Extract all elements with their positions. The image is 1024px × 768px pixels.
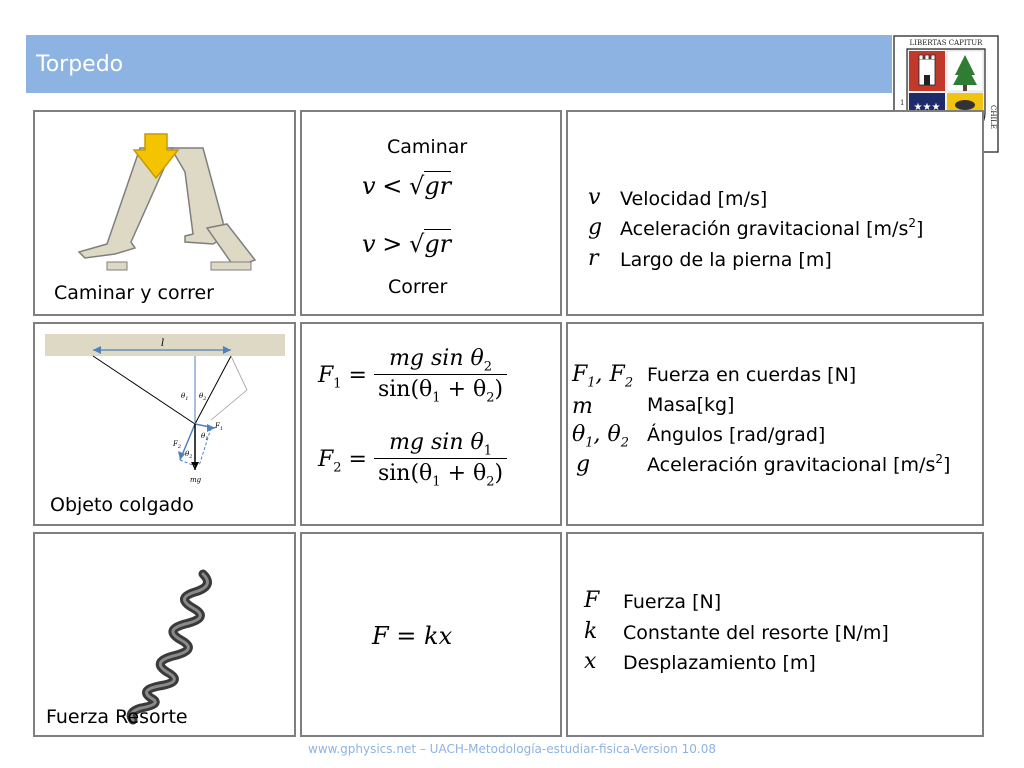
svg-text:F2: F2 — [172, 440, 181, 450]
var-description: Largo de la pierna [m] — [620, 249, 832, 271]
var-description: Desplazamiento [m] — [623, 652, 816, 674]
run-inequality: v > √gr — [362, 229, 452, 258]
footer-credit: www.gphysics.net – UACH-Metodología-estu… — [308, 742, 716, 756]
run-caption: Correr — [388, 276, 448, 298]
var-description: Aceleración gravitacional [m/s2] — [647, 452, 951, 476]
svg-text:F1: F1 — [214, 422, 223, 432]
var-symbol: F1, F2 — [572, 362, 634, 391]
svg-text:l: l — [161, 338, 164, 349]
var-symbol: θ1, θ2 — [572, 422, 630, 451]
var-symbol: g — [588, 215, 603, 240]
var-description: Fuerza [N] — [623, 591, 722, 613]
var-symbol: x — [584, 649, 597, 674]
var-symbol: r — [588, 246, 599, 271]
var-description: Aceleración gravitacional [m/s2] — [620, 216, 924, 240]
svg-text:1: 1 — [900, 99, 904, 107]
svg-text:LIBERTAS CAPITUR: LIBERTAS CAPITUR — [910, 39, 984, 47]
row2-label: Objeto colgado — [50, 494, 194, 516]
var-symbol: v — [588, 185, 601, 210]
walking-illustration-cell: Caminar y correr — [33, 110, 296, 316]
spring-illustration-cell: Fuerza Resorte — [33, 532, 296, 737]
var-description: Constante del resorte [N/m] — [623, 622, 889, 644]
row1-label: Caminar y correr — [54, 282, 214, 304]
hooke-formula: F = kx — [372, 622, 453, 650]
hanging-object-diagram: l θ1 θ2 F1 F2 θ1 θ2 mg — [45, 334, 285, 484]
f1-formula: F1 = mg sin θ2 sin(θ1 + θ2) — [318, 346, 508, 406]
var-description: Ángulos [rad/grad] — [647, 424, 826, 446]
var-symbol: g — [576, 452, 591, 477]
walk-caption: Caminar — [387, 136, 468, 158]
spring-variables-cell: F Fuerza [N] k Constante del resorte [N/… — [566, 532, 984, 737]
svg-text:★★★: ★★★ — [914, 102, 941, 113]
hanging-variables-cell: F1, F2 Fuerza en cuerdas [N] m Masa[kg] … — [566, 322, 984, 526]
slide-title: Torpedo — [36, 52, 124, 77]
walking-variables-cell: v Velocidad [m/s] g Aceleración gravitac… — [566, 110, 984, 316]
slide-header: Torpedo — [26, 35, 892, 93]
legs-illustration — [77, 133, 257, 271]
svg-text:θ1: θ1 — [181, 392, 188, 402]
svg-text:θ2: θ2 — [199, 392, 206, 402]
hanging-object-cell: l θ1 θ2 F1 F2 θ1 θ2 mg Objeto colgado — [33, 322, 296, 526]
var-description: Velocidad [m/s] — [620, 188, 768, 210]
var-description: Masa[kg] — [647, 394, 735, 416]
walk-inequality: v < √gr — [362, 171, 452, 200]
row3-label: Fuerza Resorte — [46, 706, 188, 728]
spring-formula-cell: F = kx — [300, 532, 562, 737]
var-symbol: F — [584, 588, 600, 613]
svg-text:CHILE: CHILE — [989, 105, 997, 129]
walking-formula-cell: Caminar v < √gr v > √gr Correr — [300, 110, 562, 316]
svg-text:mg: mg — [190, 476, 202, 484]
hanging-formula-cell: F1 = mg sin θ2 sin(θ1 + θ2) F2 = mg sin … — [300, 322, 562, 526]
var-symbol: k — [584, 619, 598, 644]
svg-text:θ1: θ1 — [201, 432, 208, 442]
var-symbol: m — [572, 394, 593, 419]
f2-formula: F2 = mg sin θ1 sin(θ1 + θ2) — [318, 430, 508, 490]
spring-illustration — [126, 569, 212, 725]
var-description: Fuerza en cuerdas [N] — [647, 364, 857, 386]
svg-text:θ2: θ2 — [185, 450, 192, 460]
